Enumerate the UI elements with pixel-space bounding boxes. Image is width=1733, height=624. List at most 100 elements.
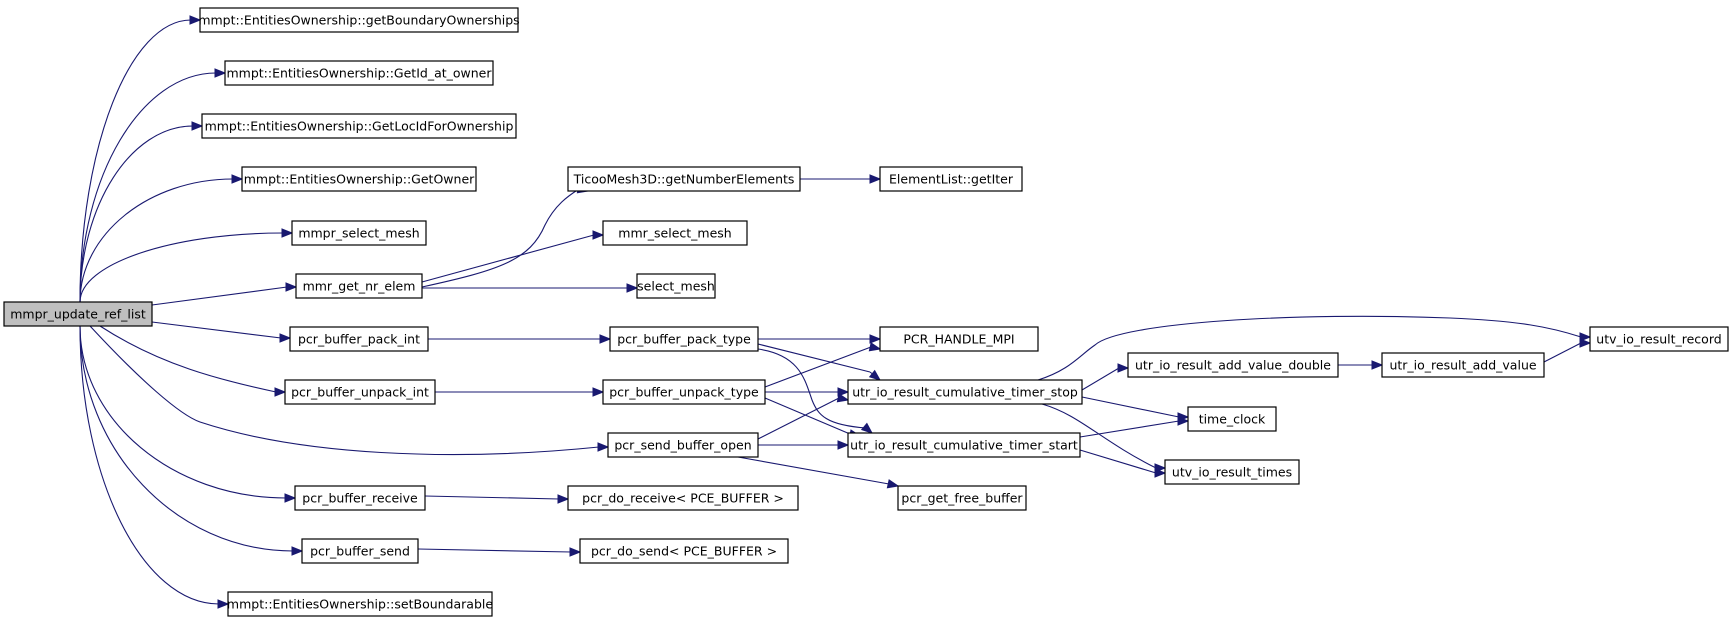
- node-setBoundarable[interactable]: mmpt::EntitiesOwnership::setBoundarable: [227, 591, 493, 617]
- edge-line: [79, 125, 194, 303]
- edge-line: [79, 325, 220, 605]
- node-mmrSelect[interactable]: mmr_select_mesh: [602, 220, 748, 246]
- arrowhead: [837, 440, 850, 450]
- arrowhead: [281, 228, 294, 238]
- node-box: [227, 591, 493, 617]
- arrowhead: [597, 442, 610, 452]
- node-ticoo[interactable]: TicooMesh3D::getNumberElements: [567, 166, 801, 192]
- node-label: utv_io_result_times: [1172, 465, 1292, 480]
- edge-root-to-sendOpen: [89, 325, 610, 456]
- node-label: ElementList::getIter: [889, 172, 1014, 187]
- arrowhead: [557, 494, 570, 504]
- node-timerStart[interactable]: utr_io_result_cumulative_timer_start: [847, 432, 1081, 458]
- node-packType[interactable]: pcr_buffer_pack_type: [609, 326, 759, 352]
- node-label: utr_io_result_cumulative_timer_stop: [852, 385, 1078, 400]
- node-sendOpen[interactable]: pcr_send_buffer_open: [607, 432, 759, 458]
- node-label: pcr_buffer_pack_type: [617, 332, 751, 347]
- node-bufReceive[interactable]: pcr_buffer_receive: [294, 485, 426, 511]
- node-getOwner[interactable]: mmpt::EntitiesOwnership::GetOwner: [241, 166, 477, 192]
- node-getId[interactable]: mmpt::EntitiesOwnership::GetId_at_owner: [224, 60, 494, 86]
- node-addValueDouble[interactable]: utr_io_result_add_value_double: [1127, 352, 1339, 378]
- node-packInt[interactable]: pcr_buffer_pack_int: [289, 326, 429, 352]
- edge-root-to-mmprSelect: [79, 228, 294, 303]
- edge-line: [1079, 449, 1157, 474]
- node-handleMpi[interactable]: PCR_HANDLE_MPI: [879, 326, 1039, 352]
- arrowhead: [569, 547, 582, 557]
- node-label: pcr_do_send< PCE_BUFFER >: [591, 544, 777, 559]
- node-label: utr_io_result_cumulative_timer_start: [850, 438, 1078, 453]
- node-label: mmpt::EntitiesOwnership::GetId_at_owner: [226, 66, 492, 81]
- edge-line: [764, 346, 872, 388]
- node-selectMesh[interactable]: select_mesh: [636, 273, 716, 299]
- node-label: pcr_do_receive< PCE_BUFFER >: [582, 491, 784, 506]
- node-resultTimes[interactable]: utv_io_result_times: [1164, 459, 1300, 485]
- edge-bufReceive-to-doReceive: [424, 494, 570, 504]
- edge-line: [1543, 342, 1582, 363]
- edge-root-to-mmrGetNr: [151, 282, 298, 306]
- edge-root-to-packInt: [151, 321, 292, 343]
- node-addValue[interactable]: utr_io_result_add_value: [1381, 352, 1545, 378]
- edge-root-to-bufReceive: [79, 325, 297, 503]
- node-box: [1381, 352, 1545, 378]
- node-freeBuffer[interactable]: pcr_get_free_buffer: [897, 485, 1027, 511]
- arrowhead: [291, 546, 304, 556]
- node-label: mmpt::EntitiesOwnership::setBoundarable: [227, 597, 493, 612]
- arrowhead: [279, 333, 292, 343]
- node-label: mmr_select_mesh: [618, 226, 731, 241]
- node-box: [291, 220, 427, 246]
- node-doSend[interactable]: pcr_do_send< PCE_BUFFER >: [579, 538, 789, 564]
- node-label: mmpt::EntitiesOwnership::GetLocIdForOwne…: [205, 119, 514, 134]
- node-box: [3, 301, 153, 327]
- node-box: [609, 326, 759, 352]
- edge-line: [79, 72, 217, 303]
- edge-line: [421, 188, 580, 288]
- node-label: mmr_get_nr_elem: [303, 279, 416, 294]
- node-box: [847, 379, 1083, 405]
- edge-line-tail: [863, 426, 867, 429]
- edge-packInt-to-packType: [428, 334, 612, 344]
- node-getLocId[interactable]: mmpt::EntitiesOwnership::GetLocIdForOwne…: [201, 113, 517, 139]
- node-box: [201, 113, 517, 139]
- node-unpackInt[interactable]: pcr_buffer_unpack_int: [284, 379, 436, 405]
- node-unpackType[interactable]: pcr_buffer_unpack_type: [602, 379, 766, 405]
- node-box: [579, 538, 789, 564]
- edge-timerStop-to-addValueDouble: [1081, 363, 1130, 391]
- node-mmrGetNr[interactable]: mmr_get_nr_elem: [295, 273, 423, 299]
- node-getBoundary[interactable]: mmpt::EntitiesOwnership::getBoundaryOwne…: [198, 7, 520, 33]
- node-box: [1127, 352, 1339, 378]
- node-elementList[interactable]: ElementList::getIter: [879, 166, 1023, 192]
- node-timeClock[interactable]: time_clock: [1187, 406, 1277, 432]
- node-box: [607, 432, 759, 458]
- node-label: PCR_HANDLE_MPI: [903, 332, 1014, 347]
- node-mmprSelect[interactable]: mmpr_select_mesh: [291, 220, 427, 246]
- node-label: pcr_buffer_pack_int: [298, 332, 420, 347]
- node-label: mmpt::EntitiesOwnership::GetOwner: [244, 172, 475, 187]
- edge-line: [1081, 367, 1120, 391]
- node-root[interactable]: mmpr_update_ref_list: [3, 301, 153, 327]
- node-box: [289, 326, 429, 352]
- node-label: pcr_send_buffer_open: [614, 438, 751, 453]
- node-doReceive[interactable]: pcr_do_receive< PCE_BUFFER >: [567, 485, 799, 511]
- edge-ticoo-to-elementList: [800, 174, 882, 184]
- arrowhead: [1371, 360, 1384, 370]
- node-bufSend[interactable]: pcr_buffer_send: [301, 538, 419, 564]
- edge-packType-to-timerStart: [757, 348, 874, 434]
- edge-unpackType-to-handleMpi: [764, 342, 882, 388]
- node-box: [294, 485, 426, 511]
- edge-line-tail: [869, 371, 873, 375]
- edge-line: [757, 397, 840, 440]
- node-box: [847, 432, 1081, 458]
- edge-line: [79, 178, 234, 303]
- edge-mmrGetNr-to-mmrSelect: [421, 230, 605, 283]
- edge-root-to-getLocId: [79, 121, 204, 303]
- edge-line: [89, 325, 600, 456]
- node-label: pcr_buffer_receive: [302, 491, 418, 506]
- node-label: mmpr_select_mesh: [298, 226, 419, 241]
- edges: [79, 15, 1592, 609]
- node-timerStop[interactable]: utr_io_result_cumulative_timer_stop: [847, 379, 1083, 405]
- node-box: [295, 273, 423, 299]
- node-resultRecord[interactable]: utv_io_result_record: [1589, 326, 1729, 352]
- edge-line: [757, 348, 867, 429]
- edge-unpackType-to-timerStart: [764, 397, 862, 439]
- arrowhead: [191, 121, 204, 131]
